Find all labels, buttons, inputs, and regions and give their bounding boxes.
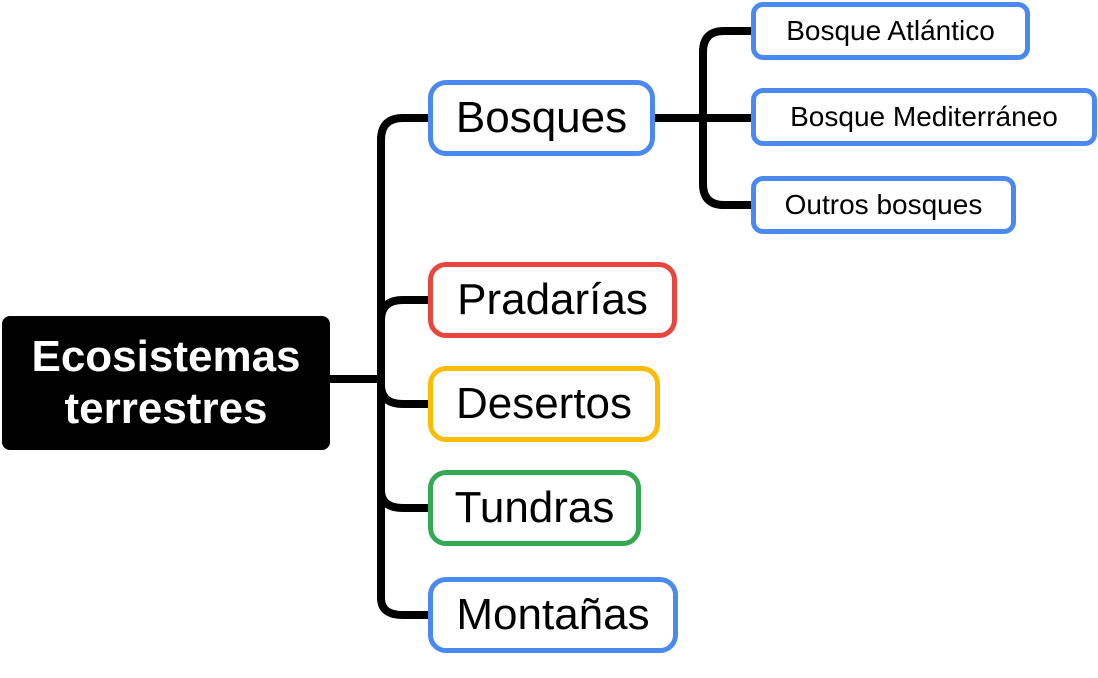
node-label: Tundras: [454, 483, 615, 532]
root-node[interactable]: Ecosistemas terrestres: [2, 316, 330, 450]
node-label: Montañas: [456, 590, 650, 639]
node-label: Desertos: [455, 379, 633, 428]
node-label: Bosque Mediterráneo: [790, 101, 1058, 132]
node-tundras[interactable]: Tundras: [428, 470, 641, 546]
node-bosques[interactable]: Bosques: [428, 80, 655, 156]
node-bosque-mediterraneo[interactable]: Bosque Mediterráneo: [751, 88, 1097, 146]
node-label: Bosques: [455, 93, 628, 142]
node-desertos[interactable]: Desertos: [428, 366, 660, 442]
node-label: Outros bosques: [784, 189, 983, 220]
root-label-line1: Ecosistemas: [31, 332, 301, 381]
root-label-line2: terrestres: [64, 384, 268, 433]
node-montanas[interactable]: Montañas: [428, 577, 678, 653]
node-outros-bosques[interactable]: Outros bosques: [751, 176, 1016, 234]
node-pradarias[interactable]: Pradarías: [428, 262, 677, 338]
node-label: Bosque Atlántico: [786, 15, 995, 46]
node-label: Pradarías: [457, 275, 648, 324]
node-bosque-atlantico[interactable]: Bosque Atlántico: [751, 2, 1030, 60]
